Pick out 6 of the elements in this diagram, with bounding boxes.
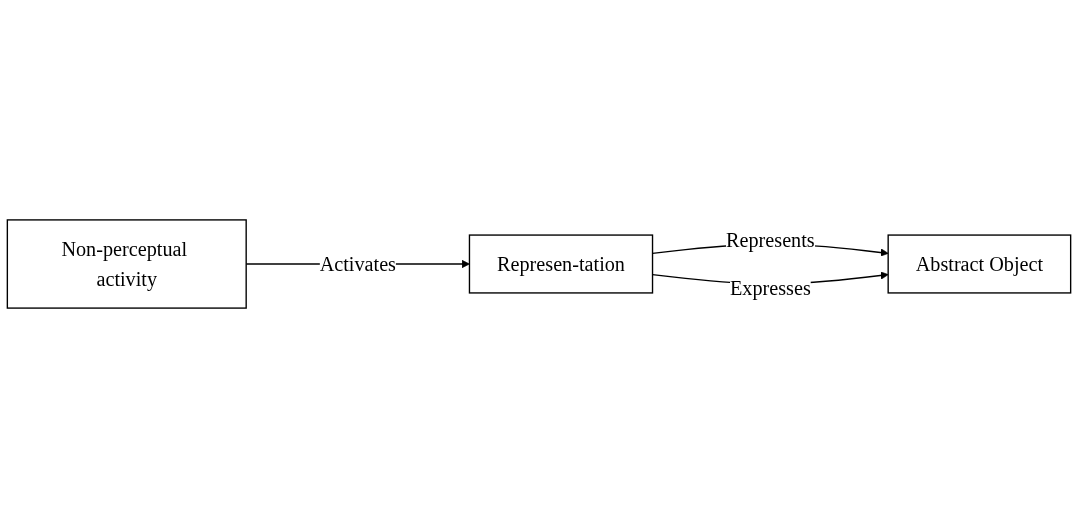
node-box: Abstract Object [887,233,1072,294]
node-box: Represen-tation [468,233,654,294]
node-box: Non-perceptual activity [6,218,247,309]
edge-label: Represents [726,227,815,251]
edge-label: Activates [319,252,396,275]
edge-label: Expresses [729,276,811,300]
